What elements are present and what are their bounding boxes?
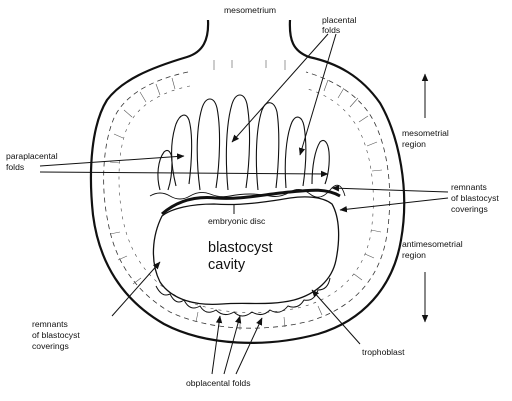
label-remnants-left: remnants of blastocyst coverings — [32, 319, 82, 351]
label-blastocyst-cavity: blastocyst cavity — [208, 240, 277, 273]
myometrium-layer-line — [104, 72, 390, 328]
label-mesometrium: mesometrium — [224, 5, 276, 15]
endometrium-layer-line — [119, 86, 373, 313]
label-obplacental-folds: obplacental folds — [186, 378, 251, 388]
label-antimesometrial-region: antimesometrial region — [402, 239, 465, 260]
label-embryonic-disc: embryonic disc — [208, 216, 266, 226]
label-placental-folds: placental folds — [322, 15, 359, 35]
label-paraplacental-folds: paraplacental folds — [6, 151, 60, 172]
label-remnants-right: remnants of blastocyst coverings — [451, 182, 501, 214]
label-mesometrial-region: mesometrial region — [402, 128, 451, 149]
label-trophoblast: trophoblast — [362, 347, 405, 357]
